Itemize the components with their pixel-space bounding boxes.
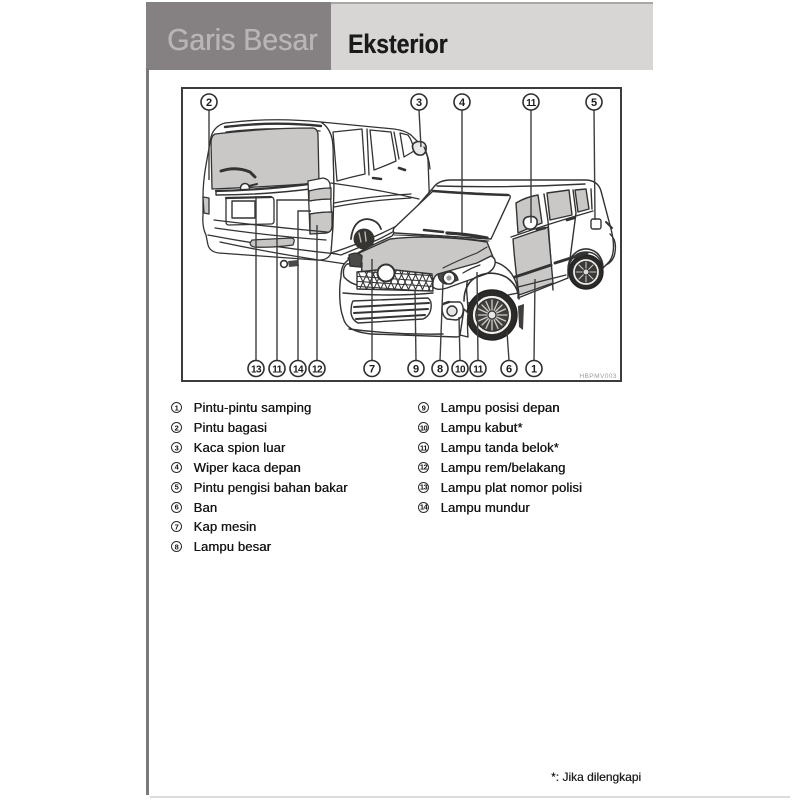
svg-text:1: 1 (531, 364, 537, 376)
svg-text:7: 7 (369, 364, 375, 376)
svg-text:12: 12 (312, 365, 323, 376)
svg-text:10: 10 (455, 365, 466, 376)
svg-text:13: 13 (251, 365, 262, 376)
svg-text:5: 5 (591, 97, 597, 109)
svg-text:4: 4 (459, 97, 466, 109)
svg-text:11: 11 (526, 98, 537, 109)
svg-text:8: 8 (437, 364, 443, 376)
svg-text:14: 14 (293, 365, 304, 376)
svg-text:6: 6 (506, 364, 512, 376)
svg-text:2: 2 (206, 97, 212, 109)
svg-text:9: 9 (413, 364, 419, 376)
svg-text:11: 11 (272, 365, 283, 376)
svg-text:11: 11 (473, 365, 484, 376)
svg-text:3: 3 (416, 97, 422, 109)
svg-text:HBPMV003: HBPMV003 (579, 373, 617, 380)
